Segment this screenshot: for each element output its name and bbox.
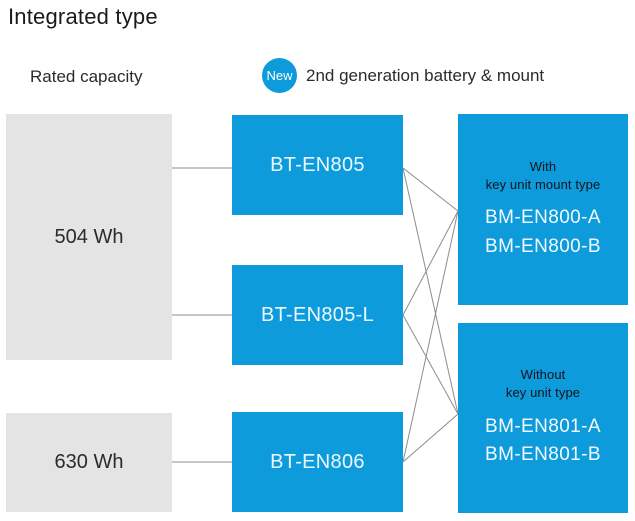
mount-type-label: Without key unit type [506,366,580,401]
mount-box-with-key-unit: With key unit mount type BM-EN800-A BM-E… [458,114,628,305]
mount-model-list: BM-EN801-A BM-EN801-B [485,413,601,470]
rated-capacity-column-header: Rated capacity [30,67,143,86]
capacity-box-504wh: 504 Wh [6,114,172,360]
connector-bt-en805-l-to-mount-with [402,210,459,316]
mount-model-list: BM-EN800-A BM-EN800-B [485,204,601,261]
page-title: Integrated type [8,4,158,29]
connector-bt-en805-to-mount-without [402,167,459,415]
connector-bt-en806-to-mount-with [402,210,459,463]
connector-bt-en805-to-mount-with [402,167,459,212]
mount-type-line2: key unit type [505,385,581,400]
battery-box-bt-en806: BT-EN806 [232,412,403,512]
mount-type-line1: With [529,158,557,174]
mount-box-without-key-unit: Without key unit type BM-EN801-A BM-EN80… [458,323,628,513]
mount-model: BM-EN801-B [485,444,601,466]
battery-model: BT-EN805 [270,153,365,176]
battery-model: BT-EN806 [270,450,365,473]
new-badge: New [262,58,297,93]
mount-type-line2: key unit mount type [485,176,601,192]
battery-box-bt-en805-l: BT-EN805-L [232,265,403,365]
capacity-value: 504 Wh [54,225,124,248]
mount-type-line1: Without [520,367,566,383]
connector-bt-en806-to-mount-without [402,413,459,463]
mount-model: BM-EN800-A [485,207,601,229]
battery-box-bt-en805: BT-EN805 [232,115,403,215]
mount-model: BM-EN800-B [485,235,601,257]
battery-model: BT-EN805-L [260,303,375,326]
mount-type-label: With key unit mount type [486,158,601,193]
capacity-box-630wh: 630 Wh [6,413,172,512]
generation-column-header: New 2nd generation battery & mount [262,58,544,93]
connector-bt-en805-l-to-mount-without [402,314,459,415]
mount-model: BM-EN801-A [485,415,601,437]
capacity-value: 630 Wh [54,451,124,473]
generation-label: 2nd generation battery & mount [306,65,545,85]
